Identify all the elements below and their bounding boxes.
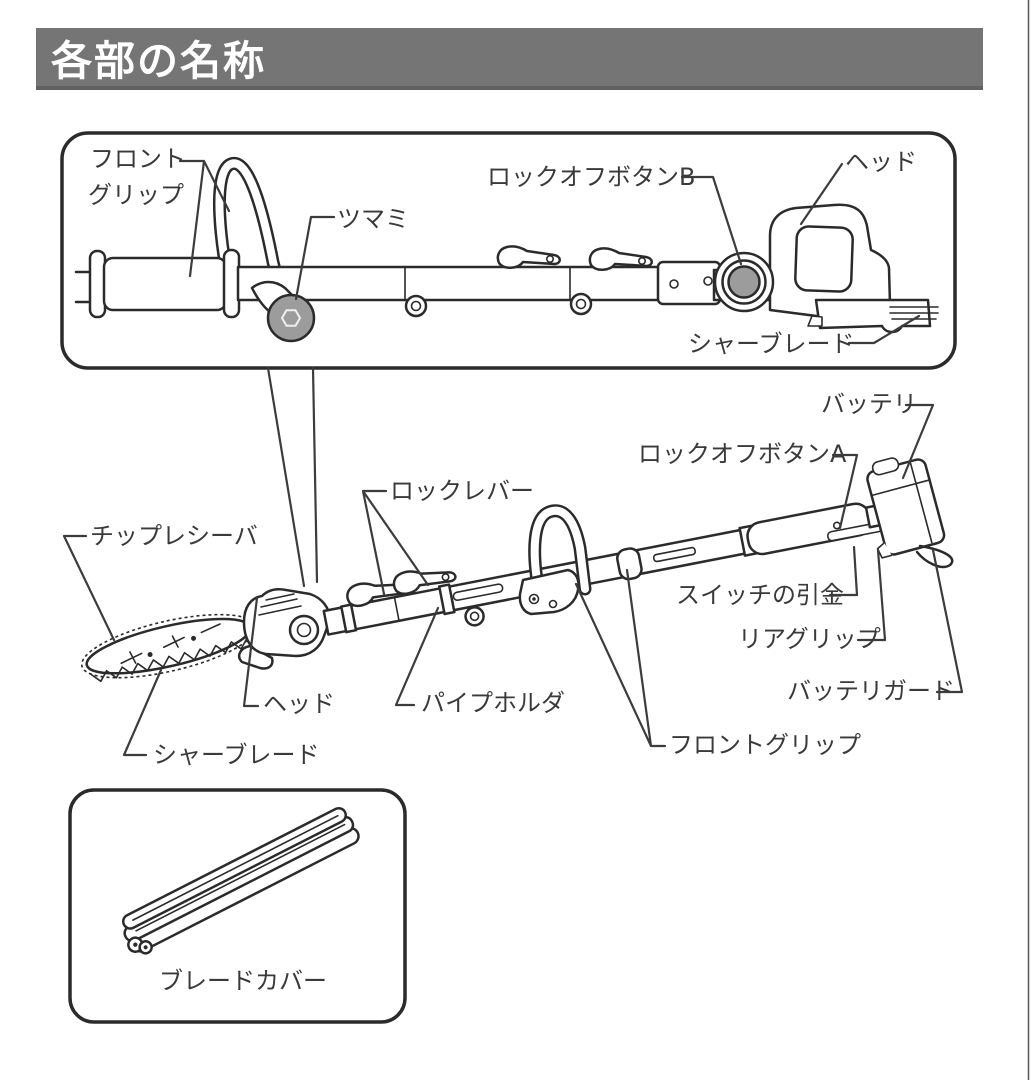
blade-cover-drawing: [121, 806, 360, 955]
accessory-box: [68, 788, 407, 1024]
section-header: 各部の名称: [36, 28, 983, 90]
main-head: [238, 588, 332, 670]
label-chip-receiver: チップレシーバ: [90, 522, 258, 550]
main-pipe-holder: [518, 568, 580, 616]
label-lock-off-button-a: ロックオフボタンA: [638, 440, 847, 468]
inset-knob: [250, 280, 316, 343]
callout-funnel: [266, 366, 319, 588]
inset-diagram: [60, 131, 957, 370]
label-rear-grip: リアグリップ: [738, 625, 881, 653]
label-pipe-holder: パイプホルダ: [421, 689, 565, 717]
inset-lock-off-button-b: [713, 251, 775, 313]
label-shear-blade-inset: シャーブレード: [688, 330, 855, 358]
label-head-inset: ヘッド: [845, 148, 917, 176]
main-blade-assembly: [80, 613, 257, 683]
inset-head: [768, 203, 892, 320]
label-front-grip-inset-2: グリップ: [88, 181, 184, 209]
label-front-grip-main: フロントグリップ: [669, 731, 861, 759]
section-title: 各部の名称: [51, 37, 266, 85]
label-blade-cover: ブレードカバー: [159, 967, 327, 995]
label-lock-lever: ロックレバー: [390, 477, 534, 505]
label-knob: ツマミ: [337, 205, 409, 233]
label-shear-blade-main: シャーブレード: [153, 741, 320, 769]
labels: フロント グリップ ツマミ ロックオフボタンB ヘッド シャーブレード バッテリ…: [88, 145, 955, 995]
main-diagram: [62, 403, 964, 757]
label-head-main: ヘッド: [263, 690, 335, 718]
main-battery: [866, 457, 946, 559]
label-battery-guard: バッテリガード: [787, 677, 955, 705]
inset-leaders: [178, 159, 921, 345]
knob-circle: [266, 293, 316, 343]
main-leaders: [62, 403, 964, 757]
label-switch-trigger: スイッチの引金: [676, 581, 844, 609]
label-front-grip-inset-1: フロント: [90, 145, 186, 173]
main-front-grip-loop: [528, 504, 592, 600]
main-battery-guard: [915, 544, 954, 569]
label-battery: バッテリ: [821, 390, 917, 418]
lock-off-button-b-circle: [727, 265, 761, 299]
label-lock-off-button-b: ロックオフボタンB: [487, 163, 695, 191]
inset-handle: [74, 248, 241, 319]
front-grip-collar: [616, 547, 643, 581]
